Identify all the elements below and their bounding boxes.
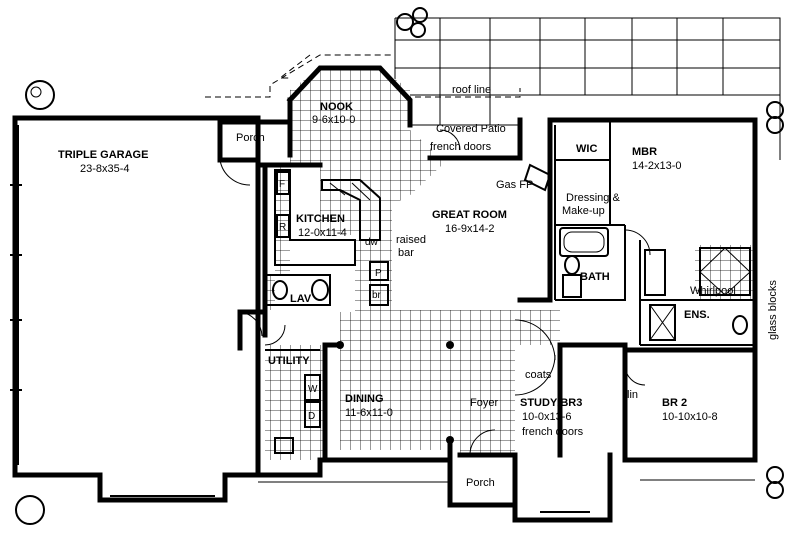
shrubs (15, 7, 784, 525)
door-swings (219, 129, 651, 456)
glass-blocks-label: glass blocks (767, 280, 779, 340)
bar-label: bar (398, 247, 414, 259)
mbr-name: MBR (632, 146, 657, 158)
lav-label: LAV (290, 293, 312, 305)
study-dim: 10-0x13-6 (522, 411, 572, 423)
whirlpool-label: Whirlpool (690, 285, 736, 297)
garage-name: TRIPLE GARAGE (58, 149, 148, 161)
kitchen-counters (274, 169, 389, 306)
fireplace (523, 163, 552, 192)
study-name: STUDY/BR3 (520, 397, 582, 409)
porch-front-label: Porch (466, 477, 495, 489)
br2-name: BR 2 (662, 397, 687, 409)
ens-label: ENS. (684, 309, 710, 321)
dw-label: dw (365, 237, 379, 248)
foyer-label: Foyer (470, 397, 498, 409)
french-doors-patio-label: french doors (430, 141, 492, 153)
utility-label: UTILITY (268, 355, 310, 367)
broom-label: br (372, 290, 382, 301)
makeup-label: Make-up (562, 205, 605, 217)
fridge-label: F (279, 179, 285, 190)
dining-name: DINING (345, 393, 384, 405)
kitchen-dim: 12-0x11-4 (298, 227, 347, 239)
feature-labels: Porch Porch roof line Covered Patio fren… (236, 84, 779, 489)
washer-dryer (274, 374, 321, 454)
gas-fp-label: Gas FP (496, 179, 533, 191)
great-room-dim: 16-9x14-2 (445, 223, 495, 235)
nook-name: NOOK (320, 101, 353, 113)
porch-top-label: Porch (236, 132, 265, 144)
french-doors-study-label: french doors (522, 426, 584, 438)
dining-dim: 11-6x11-0 (345, 407, 393, 419)
lin-label: lin (627, 389, 638, 401)
covered-patio-label: Covered Patio (436, 123, 506, 135)
dryer-label: D (308, 411, 315, 422)
roof-line (205, 54, 521, 98)
coats-label: coats (525, 369, 552, 381)
garage-dim: 23-8x35-4 (80, 163, 130, 175)
posts (336, 341, 454, 444)
walls (10, 65, 758, 523)
pantry-label: P (375, 268, 382, 279)
kitchen-name: KITCHEN (296, 213, 345, 225)
range-label: R (279, 222, 286, 233)
dressing-label: Dressing & (566, 192, 620, 204)
washer-label: W (308, 384, 318, 395)
nook-dim: 9-6x10-0 (312, 114, 355, 126)
br2-dim: 10-10x10-8 (662, 411, 718, 423)
tile-floor (265, 68, 755, 460)
mbr-dim: 14-2x13-0 (632, 160, 682, 172)
roof-line-label: roof line (452, 84, 491, 96)
raised-label: raised (396, 234, 426, 246)
great-room-name: GREAT ROOM (432, 209, 507, 221)
covered-patio-outline (394, 17, 781, 160)
room-labels: TRIPLE GARAGE 23-8x35-4 NOOK 9-6x10-0 KI… (58, 101, 718, 423)
wic-label: WIC (576, 143, 597, 155)
bath-label: BATH (580, 271, 610, 283)
bath-fixtures (272, 227, 751, 341)
